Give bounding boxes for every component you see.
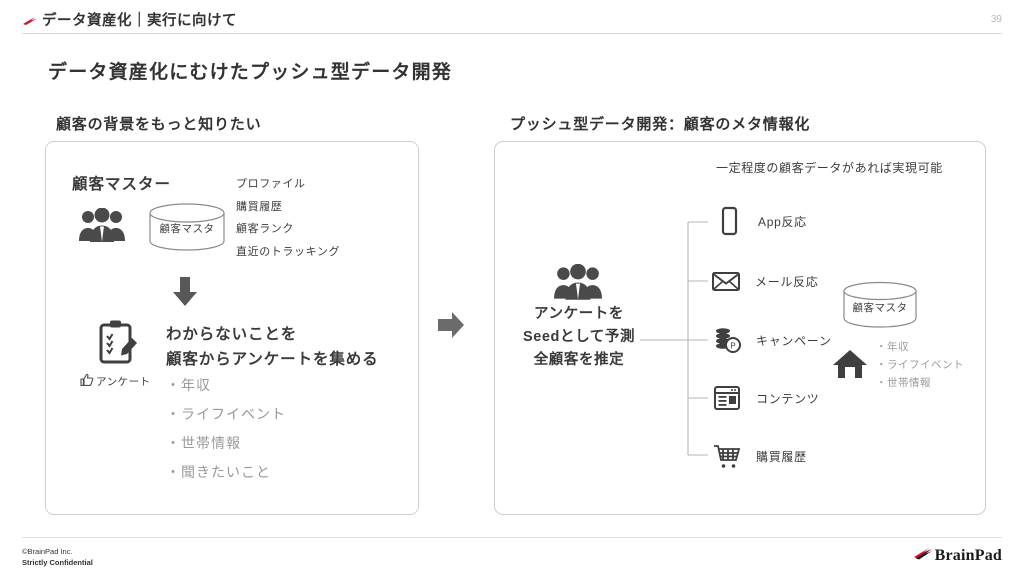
footer-divider: [22, 537, 1002, 538]
seed-line1: アンケートを: [533, 306, 625, 322]
master-attribute-list: プロファイル 購買履歴 顧客ランク 直近のトラッキング: [236, 173, 340, 263]
collect-heading: わからないことを 顧客からアンケートを集める: [166, 322, 379, 372]
right-panel-note: 一定程度の顧客データがあれば実現可能: [716, 161, 943, 175]
database-cylinder-right-label: 顧客マスタ: [852, 302, 908, 314]
page-number: 39: [990, 14, 1002, 25]
svg-text:P: P: [730, 342, 735, 351]
brand-name: BrainPad: [934, 546, 1002, 564]
database-cylinder-left-label: 顧客マスタ: [159, 223, 215, 235]
right-section-heading: プッシュ型データ開発：顧客のメタ情報化: [510, 116, 811, 133]
channel-item-campaign: P キャンペーン: [712, 325, 832, 355]
channel-label: App反応: [758, 214, 807, 229]
confidential-text: Strictly Confidential: [22, 558, 93, 567]
seed-description: アンケートを Seedとして予測 全顧客を推定: [504, 303, 654, 372]
envelope-icon: [711, 266, 741, 296]
clipboard-survey-icon: [98, 319, 140, 365]
coins-point-icon: P: [712, 325, 742, 355]
channel-label: メール反応: [755, 274, 819, 289]
customer-attribute-list: ・年収 ・ライフイベント ・世帯情報: [876, 338, 964, 392]
channel-label: 購買履歴: [756, 449, 807, 464]
brainpad-logo: BrainPad: [913, 546, 1002, 565]
smartphone-icon: [714, 206, 744, 236]
customer-master-label: 顧客マスター: [72, 176, 172, 193]
page-title: データ資産化にむけたプッシュ型データ開発: [48, 62, 453, 83]
channel-label: コンテンツ: [756, 391, 820, 406]
seed-line3: 全顧客を推定: [533, 352, 625, 368]
people-group-icon: [78, 207, 126, 242]
house-icon: [832, 348, 868, 380]
arrow-down-icon: [172, 277, 198, 307]
list-item: ・世帯情報: [166, 435, 241, 451]
list-item: 顧客ランク: [236, 223, 294, 235]
list-item: 購買履歴: [236, 200, 283, 213]
channel-item-content: コンテンツ: [712, 383, 820, 413]
footer-legal: ©BrainPad Inc. Strictly Confidential: [22, 546, 93, 568]
list-item: ・年収: [876, 341, 909, 353]
collect-attribute-list: ・年収 ・ライフイベント ・世帯情報 ・聞きたいこと: [166, 371, 286, 487]
left-section-heading: 顧客の背景をもっと知りたい: [56, 116, 262, 133]
survey-tag-label: アンケート: [96, 376, 151, 388]
channel-item-app: App反応: [714, 206, 807, 236]
list-item: ・ライフイベント: [166, 406, 286, 422]
channel-item-purchase: 購買履歴: [712, 441, 807, 471]
database-cylinder-left: 顧客マスタ: [148, 202, 226, 252]
header-title: データ資産化｜実行に向けて: [42, 13, 237, 29]
browser-window-icon: [712, 383, 742, 413]
list-item: ・世帯情報: [876, 377, 931, 389]
list-item: 直近のトラッキング: [236, 245, 341, 258]
list-item: ・年収: [166, 377, 211, 393]
brand-arrow-mark-icon: [22, 13, 38, 25]
collect-heading-line1: わからないことを: [166, 326, 298, 343]
left-panel: [45, 141, 419, 515]
brand-arrow-mark-icon: [913, 546, 933, 565]
people-group-icon: [553, 263, 603, 300]
seed-line2: Seedとして予測: [522, 329, 636, 345]
slide-header: データ資産化｜実行に向けて 39: [0, 0, 1024, 33]
thumbs-up-icon: [80, 373, 94, 390]
arrow-right-icon: [438, 311, 464, 339]
channel-label: キャンペーン: [756, 333, 832, 348]
copyright-text: ©BrainPad Inc.: [22, 547, 73, 556]
list-item: ・聞きたいこと: [166, 464, 271, 480]
list-item: プロファイル: [236, 178, 306, 190]
database-cylinder-right: 顧客マスタ: [842, 281, 918, 329]
channel-tree-connector: [640, 200, 710, 470]
survey-tag: アンケート: [80, 373, 151, 390]
right-panel: [494, 141, 986, 515]
collect-heading-line2: 顧客からアンケートを集める: [166, 351, 379, 368]
list-item: ・ライフイベント: [876, 359, 964, 371]
shopping-cart-icon: [712, 441, 742, 471]
header-divider: [22, 33, 1002, 34]
channel-item-mail: メール反応: [711, 266, 819, 296]
